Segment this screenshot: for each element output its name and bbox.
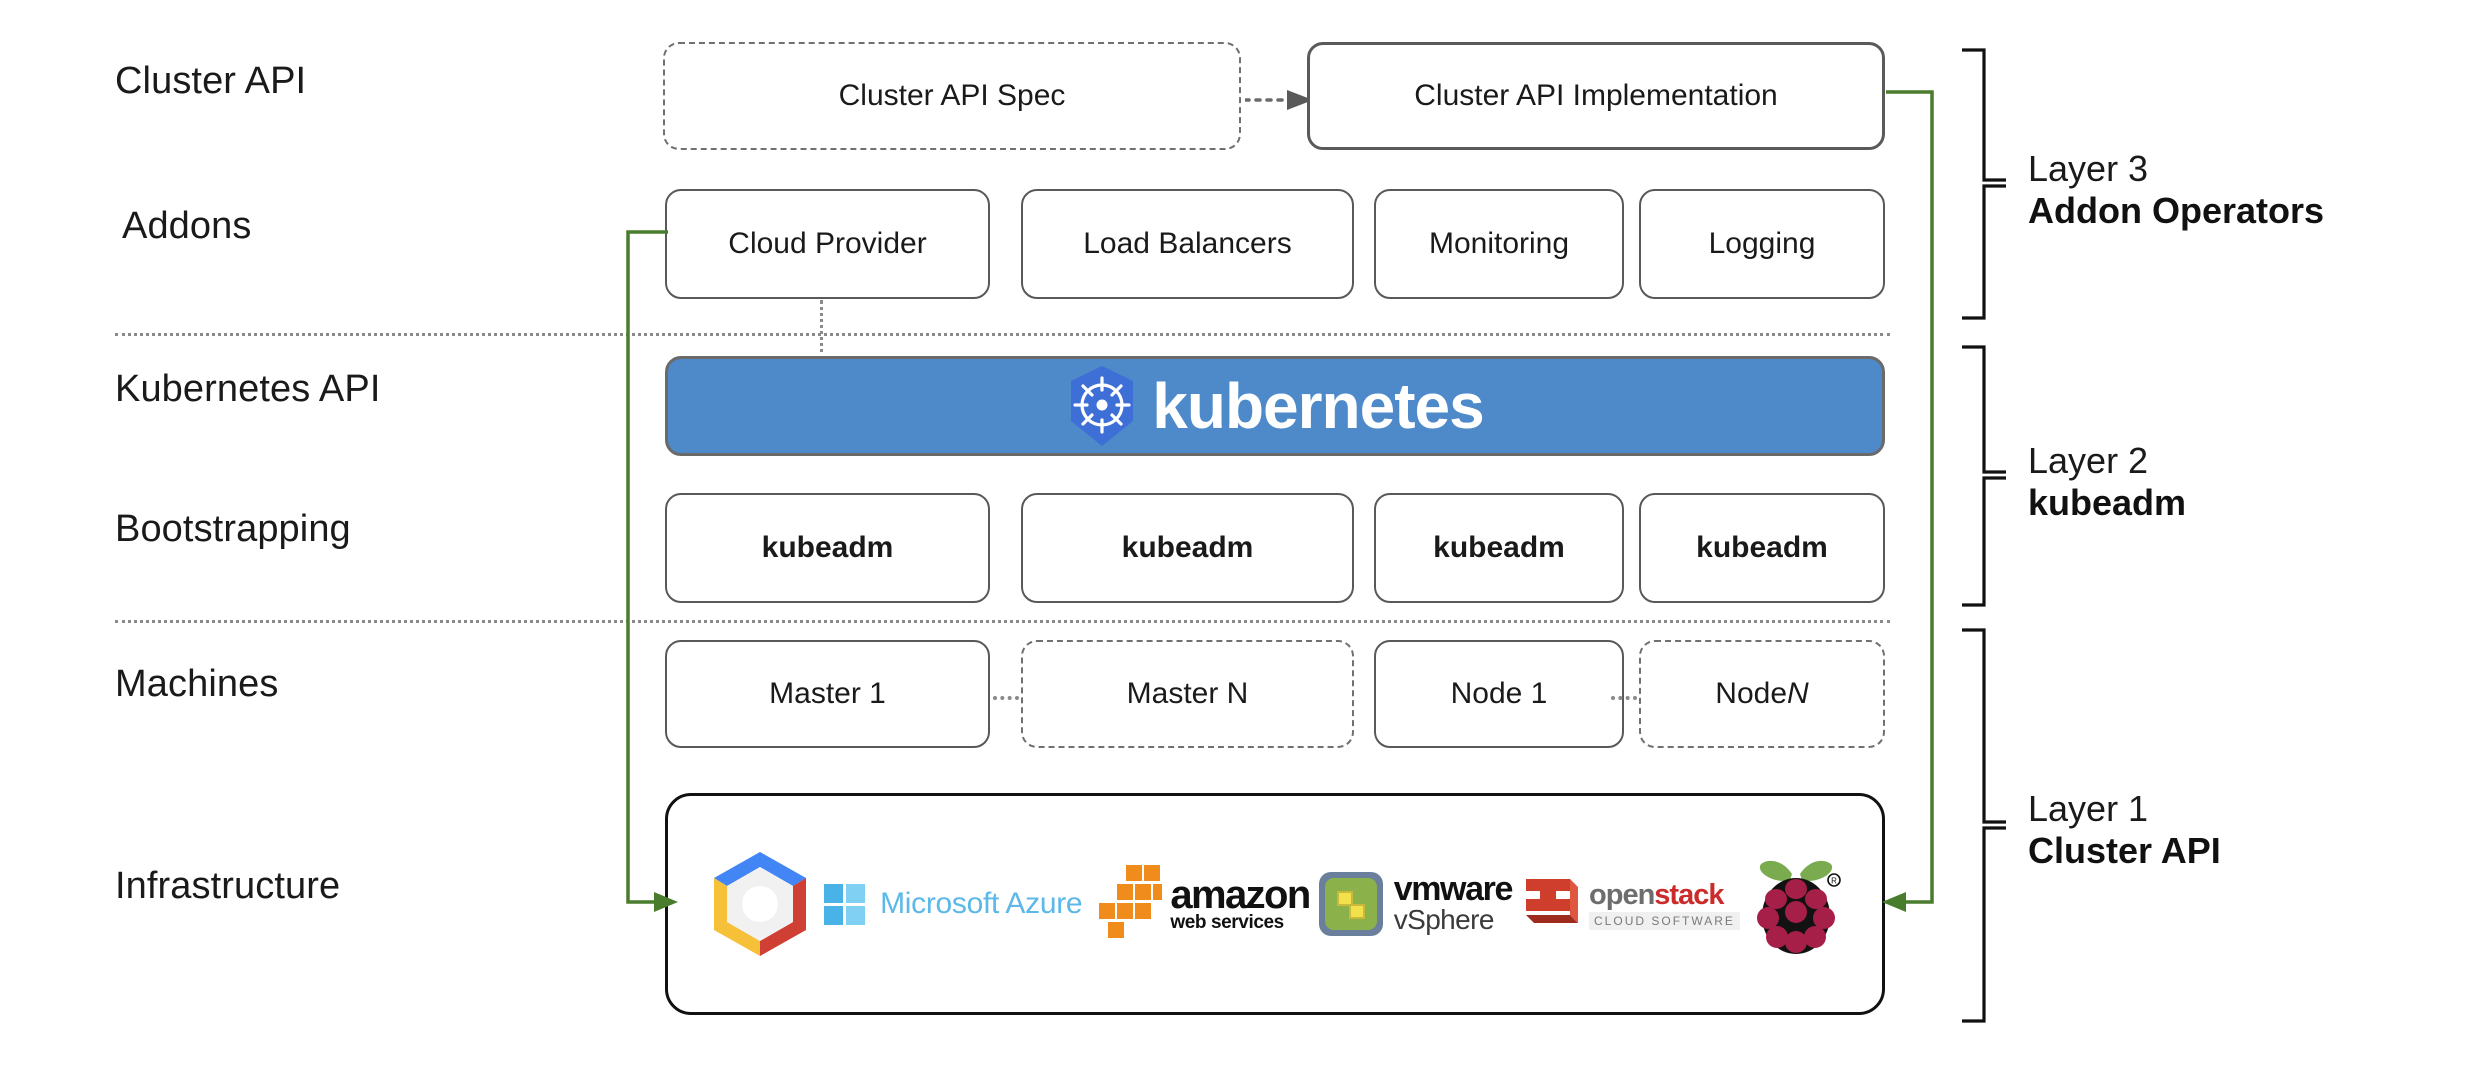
node-master-n[interactable]: Master N	[1021, 640, 1354, 748]
node-infrastructure-providers[interactable]: Microsoft Azure amazon web serv	[665, 793, 1885, 1015]
vsphere-wordmark: vSphere	[1393, 903, 1495, 935]
layer-caption-1: Layer 1 Cluster API	[2028, 788, 2221, 873]
layer-3-number: Layer 3	[2028, 148, 2149, 189]
node-logging[interactable]: Logging	[1639, 189, 1885, 299]
row-label-cluster-api: Cluster API	[115, 60, 307, 102]
node-cluster-api-spec[interactable]: Cluster API Spec	[663, 42, 1241, 150]
node-label: Cloud Provider	[728, 227, 927, 260]
node-label: Monitoring	[1428, 227, 1570, 260]
row-label-addons: Addons	[122, 205, 252, 247]
vmware-wordmark: vmware	[1393, 870, 1514, 909]
openstack-logo: open stack CLOUD SOFTWARE	[1520, 871, 1740, 937]
node-label: kubeadm	[1121, 531, 1254, 564]
layer-3-name: Addon Operators	[2028, 190, 2325, 232]
kubernetes-helm-wheel-icon	[1066, 365, 1138, 447]
layer-caption-3: Layer 3 Addon Operators	[2028, 148, 2324, 233]
web-services-wordmark: web services	[1170, 911, 1284, 933]
layer-caption-2: Layer 2 kubeadm	[2028, 440, 2186, 525]
row-label-infrastructure: Infrastructure	[115, 865, 341, 907]
azure-wordmark: Microsoft Azure	[880, 887, 1083, 920]
amazon-web-services-logo: amazon web services	[1090, 863, 1311, 945]
svg-text:R: R	[1831, 877, 1837, 886]
node-label: Node	[1715, 677, 1788, 710]
node-master-1[interactable]: Master 1	[665, 640, 990, 748]
node-label: Master 1	[769, 677, 886, 710]
vsphere-icon	[1318, 872, 1383, 936]
microsoft-windows-icon	[824, 884, 866, 925]
node-label: Load Balancers	[1083, 227, 1292, 260]
node-label: kubeadm	[1433, 531, 1565, 564]
google-cloud-platform-logo	[706, 848, 814, 960]
connector-node1-to-nodeN	[1611, 696, 1637, 700]
connector-master1-to-masterN	[993, 696, 1019, 700]
node-kubeadm-3[interactable]: kubeadm	[1374, 493, 1624, 603]
bracket-layer-2	[1960, 345, 2018, 607]
divider-layer2-layer1	[115, 620, 1890, 623]
connector-cloud-provider-to-infrastructure	[612, 220, 682, 920]
layer-1-number: Layer 1	[2028, 788, 2149, 829]
node-label: Cluster API Spec	[838, 79, 1066, 112]
openstack-open-wordmark: open	[1589, 878, 1655, 911]
kubernetes-wordmark: kubernetes	[1152, 370, 1484, 442]
node-node-n[interactable]: Node N	[1639, 640, 1885, 748]
node-label: Node 1	[1450, 677, 1548, 710]
arrow-spec-to-implementation	[1245, 88, 1315, 112]
connector-cluster-api-impl-to-infrastructure	[1878, 80, 1948, 920]
row-label-machines: Machines	[115, 663, 279, 705]
kubernetes-banner[interactable]: kubernetes	[665, 356, 1885, 456]
openstack-stack-wordmark: stack	[1654, 878, 1724, 911]
vmware-vsphere-logo: vmware vSphere	[1318, 870, 1514, 937]
bracket-layer-3	[1960, 48, 2018, 320]
row-label-kubernetes-api: Kubernetes API	[115, 368, 381, 410]
node-kubeadm-2[interactable]: kubeadm	[1021, 493, 1354, 603]
connector-cloud-provider-to-kubernetes	[820, 300, 823, 360]
node-label-italic-suffix: N	[1787, 677, 1809, 710]
layer-2-name: kubeadm	[2028, 482, 2187, 524]
microsoft-azure-logo: Microsoft Azure	[822, 881, 1083, 927]
node-monitoring[interactable]: Monitoring	[1374, 189, 1624, 299]
node-cluster-api-implementation[interactable]: Cluster API Implementation	[1307, 42, 1885, 150]
node-kubeadm-4[interactable]: kubeadm	[1639, 493, 1885, 603]
openstack-icon	[1526, 879, 1579, 923]
layer-1-name: Cluster API	[2028, 830, 2221, 872]
node-cloud-provider[interactable]: Cloud Provider	[665, 189, 990, 299]
node-label: Cluster API Implementation	[1414, 79, 1778, 112]
layer-2-number: Layer 2	[2028, 440, 2149, 481]
node-node-1[interactable]: Node 1	[1374, 640, 1624, 748]
node-load-balancers[interactable]: Load Balancers	[1021, 189, 1354, 299]
node-label: Logging	[1708, 227, 1816, 260]
node-label: kubeadm	[1696, 531, 1828, 564]
openstack-tagline: CLOUD SOFTWARE	[1589, 911, 1740, 930]
divider-layer3-layer2	[115, 333, 1890, 336]
node-kubeadm-1[interactable]: kubeadm	[665, 493, 990, 603]
aws-boxes-icon	[1099, 865, 1163, 938]
raspberry-pi-logo: R	[1748, 850, 1844, 958]
bracket-layer-1	[1960, 628, 2018, 1023]
amazon-wordmark: amazon	[1170, 872, 1311, 917]
node-label: kubeadm	[761, 531, 894, 564]
row-label-bootstrapping: Bootstrapping	[115, 508, 351, 550]
node-label: Master N	[1126, 677, 1249, 710]
